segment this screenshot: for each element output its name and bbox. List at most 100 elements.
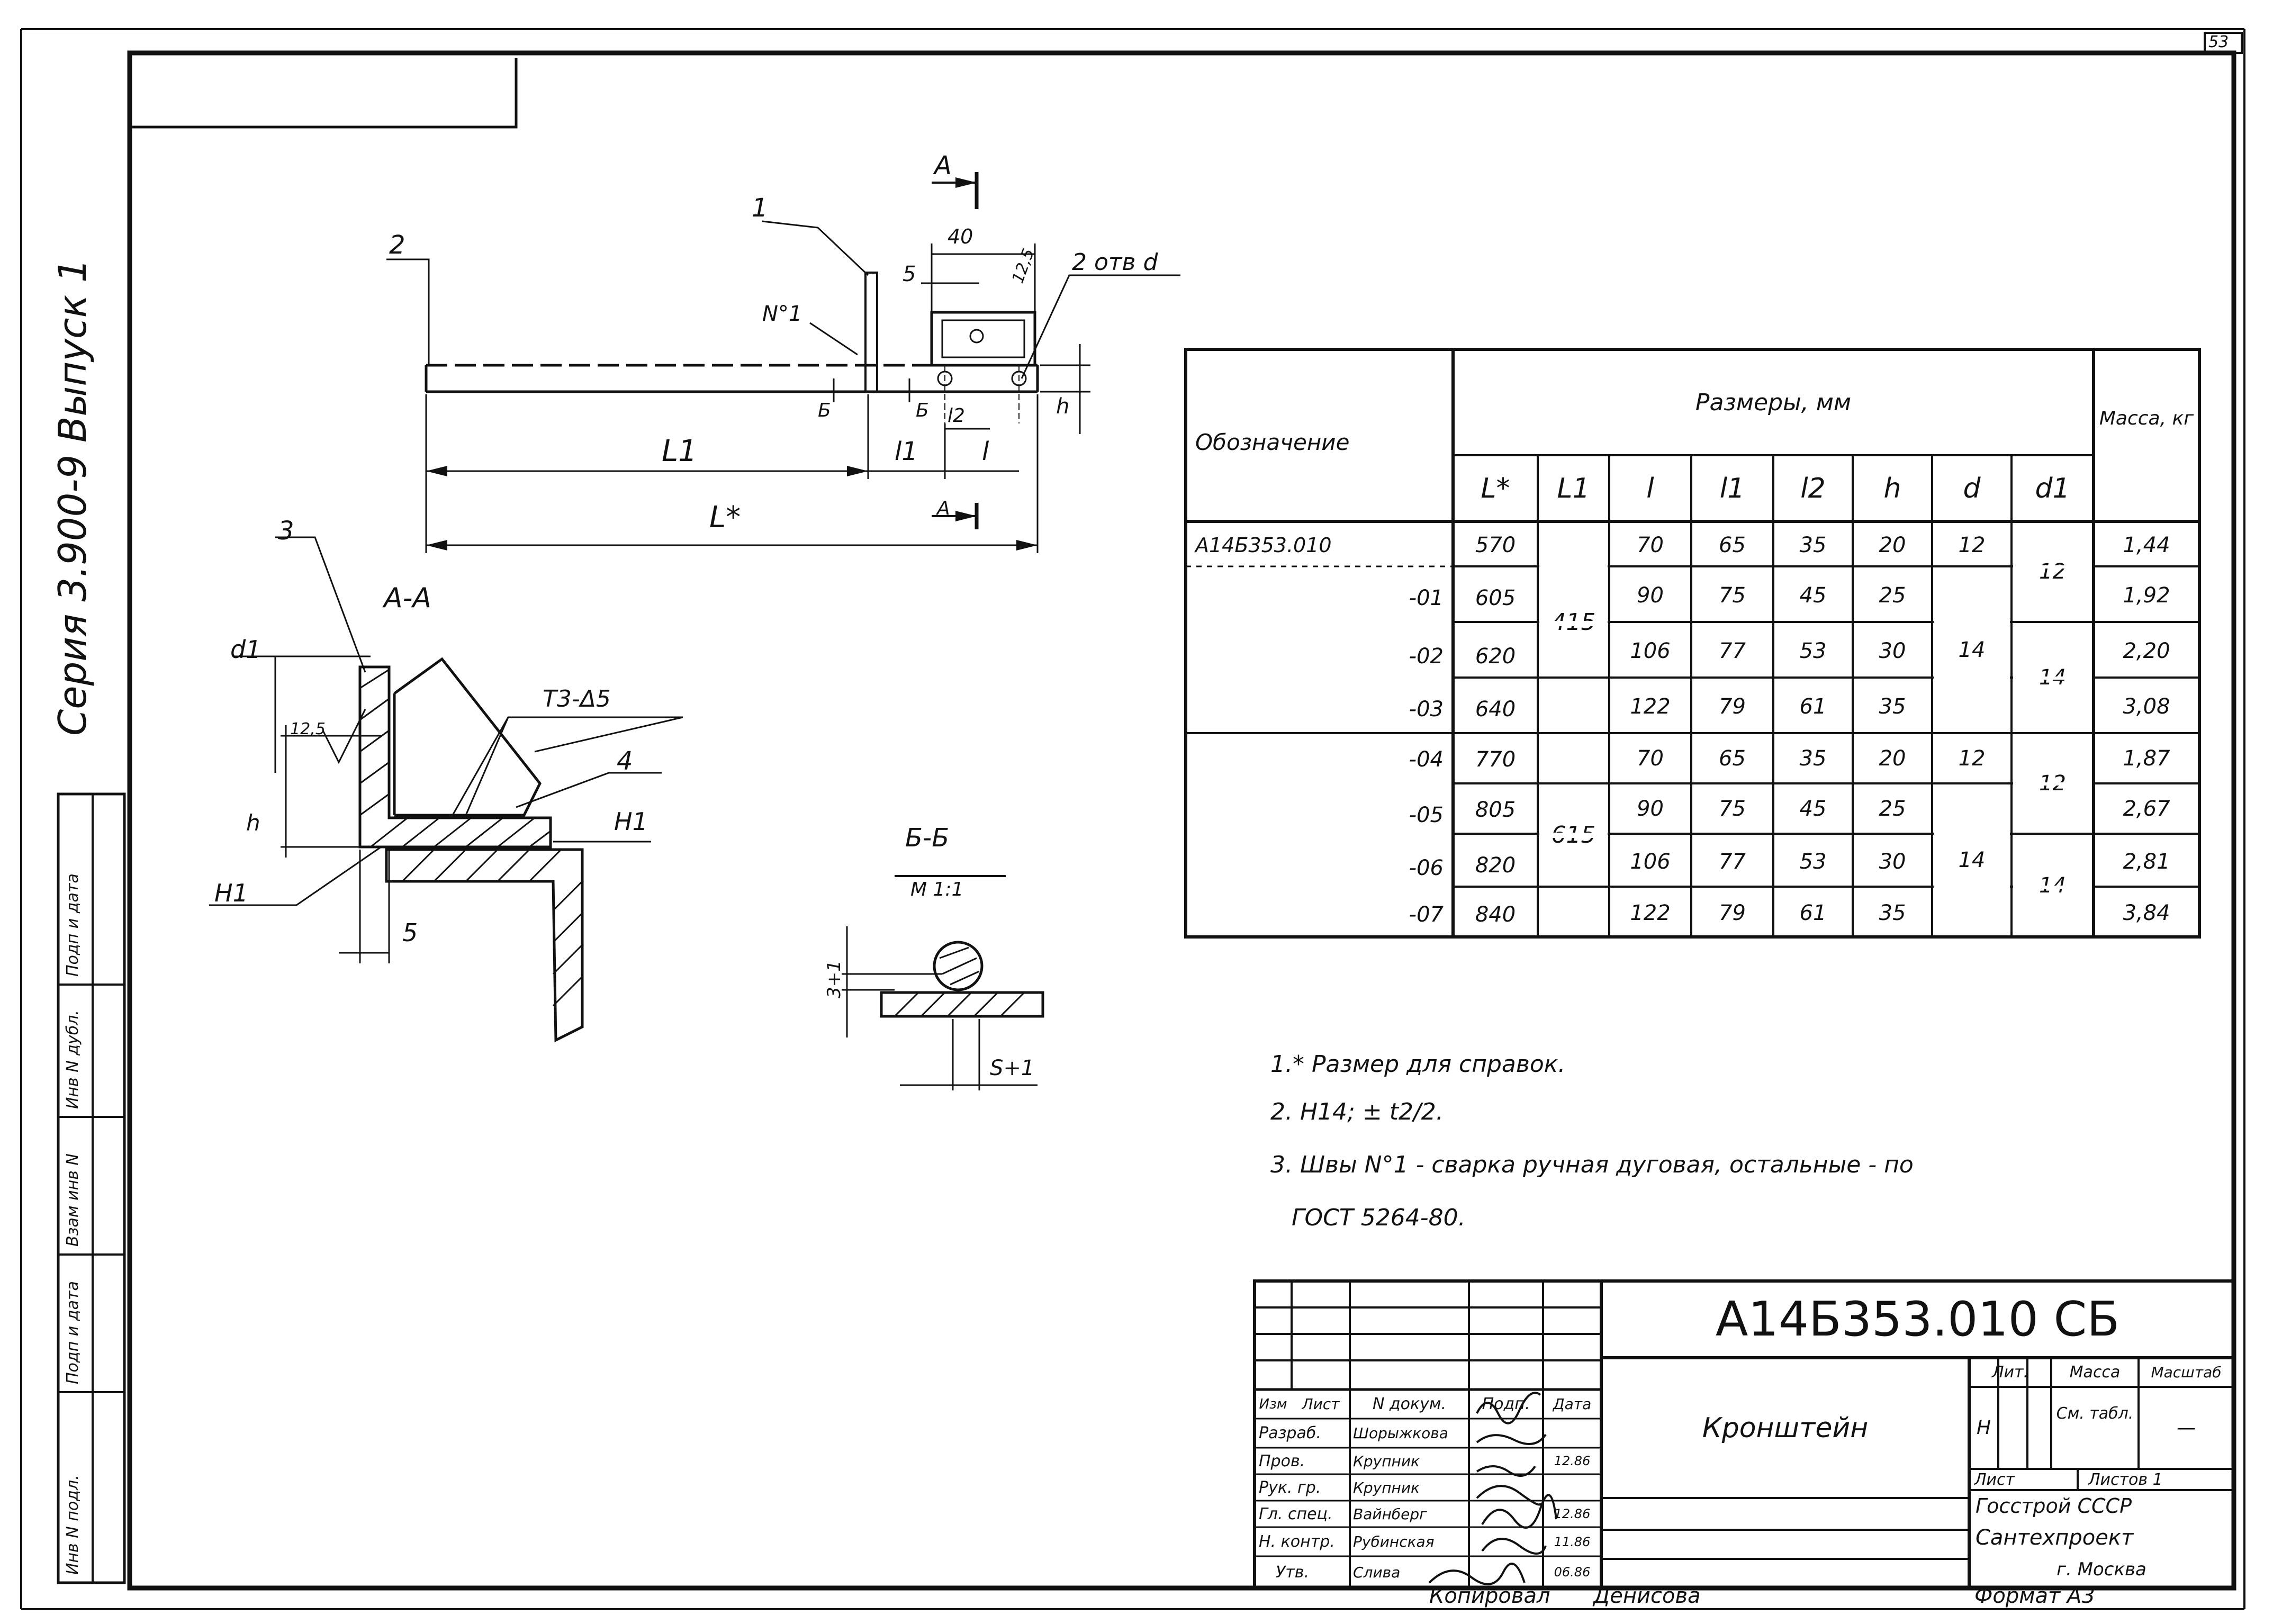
- note-3: 3. Швы N°1 - сварка ручная дуговая, оста…: [1270, 1151, 1914, 1178]
- row-l2: 35: [1799, 746, 1827, 771]
- mask-d-3: [1934, 833, 2010, 836]
- series-label: Серия 3.900-9 Выпуск 1: [50, 258, 95, 736]
- sig-date: [1543, 1419, 1601, 1448]
- row-h: 25: [1879, 796, 1906, 821]
- dim-40: 40: [948, 225, 973, 248]
- row-designation: -02: [1409, 644, 1444, 669]
- org-line-3: г. Москва: [2056, 1559, 2146, 1580]
- dim-l2: l2: [948, 405, 965, 427]
- label-h1-right: H1: [614, 807, 648, 836]
- row-h: 20: [1879, 533, 1906, 557]
- table-header-dimensions: Размеры, мм: [1695, 389, 1852, 416]
- callout-4: 4: [617, 746, 633, 776]
- sig-role: Гл. спец.: [1259, 1504, 1333, 1523]
- row-l1: 65: [1719, 533, 1746, 557]
- mask-d-2: [1934, 676, 2010, 680]
- row-L: 840: [1475, 902, 1516, 927]
- section-aa-title: А-А: [384, 582, 431, 614]
- row-h: 35: [1879, 901, 1906, 925]
- callout-1: 1: [752, 193, 768, 223]
- row-h: 30: [1879, 849, 1906, 874]
- col-header-L1: L1: [1557, 472, 1590, 504]
- mask-L1-3: [1539, 565, 1608, 568]
- row-mass: 2,20: [2123, 639, 2170, 663]
- section-bb-scale: М 1:1: [910, 879, 964, 900]
- row-l2: 45: [1799, 796, 1827, 821]
- table-header-designation: Обозначение: [1195, 429, 1350, 455]
- mask-d1-4: [2013, 886, 2092, 889]
- row-mass: 1,92: [2123, 583, 2170, 608]
- stamp-field-podp-data-1: Подп и дата: [64, 1281, 82, 1384]
- row-l1: 65: [1719, 746, 1746, 771]
- sig-role: Утв.: [1276, 1563, 1309, 1582]
- row-designation: -06: [1409, 856, 1444, 880]
- dim-5: 5: [903, 262, 916, 286]
- doc-number: А14Б353.010 СБ: [1715, 1292, 2120, 1347]
- mask-d1-3: [2013, 782, 2092, 786]
- mask-d1-2: [2013, 676, 2092, 680]
- row-designation: -03: [1409, 697, 1444, 721]
- table-header-mass: Масса, кг: [2099, 407, 2194, 429]
- row-L: 605: [1475, 586, 1516, 610]
- col-header-l2: l2: [1800, 472, 1826, 504]
- row-l1: 79: [1719, 901, 1746, 925]
- dim-12-5-side: 12,5: [290, 720, 326, 738]
- row-mass: 1,44: [2123, 533, 2170, 557]
- scale-label: Масштаб: [2151, 1364, 2222, 1381]
- row-l1: 77: [1719, 639, 1746, 663]
- row-mass: 1,87: [2123, 746, 2170, 771]
- row-L: 805: [1475, 798, 1516, 822]
- dim-5-bottom: 5: [402, 918, 418, 947]
- row-L: 640: [1475, 697, 1516, 721]
- mask-L1-2: [1539, 833, 1608, 838]
- row-L: 570: [1475, 533, 1516, 557]
- dim-l1: l1: [895, 437, 918, 466]
- row-L: 620: [1475, 644, 1516, 669]
- col-header-L: L*: [1481, 472, 1510, 504]
- mask-d1-1: [2013, 565, 2092, 569]
- merged-d-4: 14: [1958, 848, 1986, 872]
- merged-d1-1: 12: [2039, 560, 2066, 584]
- row-mass: 2,67: [2123, 796, 2170, 821]
- note-1: 1.* Размер для справок.: [1270, 1051, 1566, 1078]
- row-mass: 3,84: [2123, 901, 2170, 925]
- row-l1: 75: [1719, 583, 1746, 608]
- merged-d-3: 12: [1958, 746, 1986, 771]
- sheet-label: Лист: [1974, 1470, 2015, 1489]
- row-l: 90: [1637, 796, 1664, 821]
- row-l1: 77: [1719, 849, 1746, 874]
- copied-by-label: Копировал: [1429, 1584, 1550, 1608]
- row-l: 90: [1637, 583, 1664, 608]
- stamp-field-inv-dubl: Инв N дубл.: [64, 1010, 82, 1109]
- row-l2: 53: [1799, 849, 1827, 874]
- row-l: 122: [1630, 694, 1671, 719]
- sig-role: Рук. гр.: [1259, 1478, 1321, 1497]
- row-l: 106: [1630, 639, 1671, 663]
- row-l2: 53: [1799, 639, 1827, 663]
- row-L: 770: [1475, 747, 1516, 772]
- row-l: 122: [1630, 901, 1671, 925]
- label-h1-left: H1: [214, 879, 248, 907]
- dim-h-main: h: [1056, 394, 1070, 419]
- stamp-field-inv-podl: Инв N подл.: [64, 1475, 82, 1575]
- mass-value: См. табл.: [2056, 1404, 2134, 1423]
- sig-role: Разраб.: [1259, 1424, 1321, 1442]
- row-l1: 75: [1719, 796, 1746, 821]
- lit-label: Лит.: [1991, 1363, 2029, 1382]
- sig-role: Н. контр.: [1259, 1532, 1335, 1551]
- row-l2: 45: [1799, 583, 1827, 608]
- note-2: 2. H14; ± t2/2.: [1270, 1098, 1444, 1125]
- dim-s: S+1: [990, 1056, 1035, 1080]
- sig-name: Рубинская: [1353, 1533, 1435, 1550]
- col-header-l: l: [1646, 472, 1654, 504]
- row-designation: -01: [1409, 586, 1444, 610]
- hdr-izm: Изм: [1259, 1396, 1287, 1412]
- col-header-l1: l1: [1719, 472, 1745, 504]
- row-designation: А14Б353.010: [1195, 534, 1332, 557]
- callout-3: 3: [278, 516, 294, 546]
- sig-name: Крупник: [1353, 1478, 1420, 1496]
- callout-2: 2: [389, 230, 405, 260]
- dim-b-right: Б: [916, 400, 929, 421]
- col-header-d1: d1: [2035, 472, 2070, 504]
